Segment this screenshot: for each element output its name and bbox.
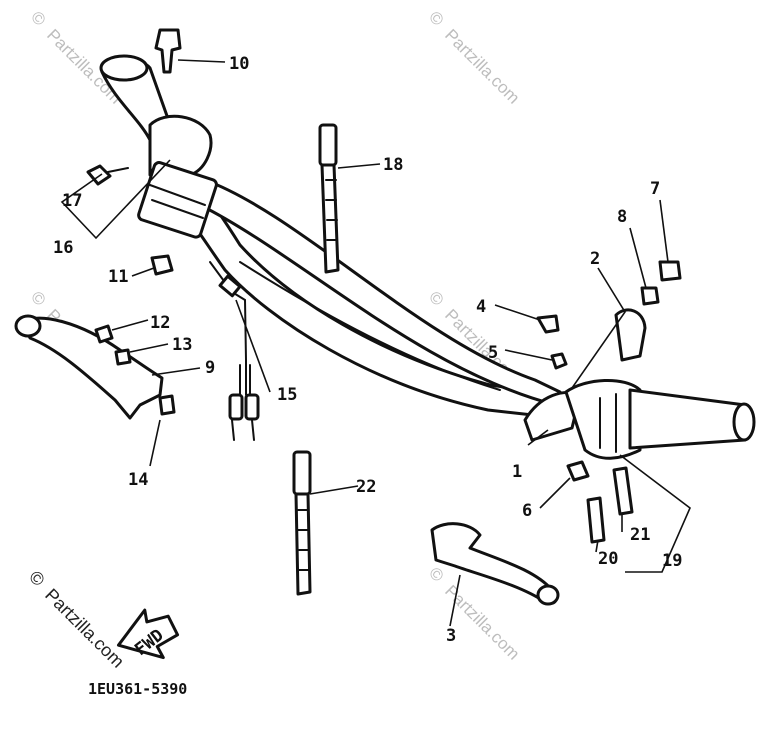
callout-1: 1: [512, 462, 522, 482]
washer-5: [550, 352, 568, 370]
screw-20: [586, 496, 606, 544]
nut-13: [114, 348, 132, 366]
callout-labels: 1 2 3 4 5 6 7 8 9 10 11 12 13 14 15 16 1…: [53, 54, 682, 646]
callout-22: 22: [356, 477, 376, 497]
watermark-1: ©: [27, 7, 50, 30]
bolt-4: [536, 314, 560, 334]
left-grip-end: [99, 54, 149, 82]
callout-12: 12: [150, 313, 170, 333]
callout-4: 4: [476, 297, 486, 317]
diagram-code: 1EU361-5390: [88, 680, 187, 698]
callout-18: 18: [383, 155, 403, 175]
callout-5: 5: [488, 343, 498, 363]
screw-21: [612, 466, 634, 516]
cable-tie-18: [318, 123, 340, 274]
callout-3: 3: [446, 626, 456, 646]
left-switch-body: [137, 161, 218, 239]
watermark-2-text: Partzilla.com: [441, 25, 523, 107]
brake-lever: [430, 522, 560, 606]
nut-11: [150, 254, 174, 276]
nut-6: [566, 460, 590, 482]
watermark-3: ©: [27, 287, 50, 310]
leader-lines: [60, 59, 691, 627]
master-cylinder-clamp: [614, 308, 647, 362]
watermark-6-text: Partzilla.com: [41, 585, 128, 672]
callout-9: 9: [205, 358, 215, 378]
watermark-5-text: Partzilla.com: [441, 581, 523, 663]
callout-10: 10: [229, 54, 249, 74]
callout-7: 7: [650, 179, 660, 199]
watermark-6: ©: [25, 567, 49, 591]
screw-7: [658, 260, 682, 282]
right-grip-assembly: [523, 379, 756, 460]
watermark-4: ©: [425, 287, 448, 310]
callout-21: 21: [630, 525, 650, 545]
callout-19: 19: [662, 551, 682, 571]
callout-20: 20: [598, 549, 618, 569]
watermark-5: ©: [425, 563, 448, 586]
callout-8: 8: [617, 207, 627, 227]
bolt-12: [94, 324, 114, 344]
bolt-10: [154, 28, 182, 74]
callout-11: 11: [108, 267, 128, 287]
cable-tie-22: [292, 450, 312, 596]
washer-8: [640, 286, 660, 306]
callout-2: 2: [590, 249, 600, 269]
right-hardware: [536, 260, 682, 544]
callout-17: 17: [62, 191, 82, 211]
callout-13: 13: [172, 335, 192, 355]
callout-15: 15: [277, 385, 297, 405]
right-grip: [628, 388, 747, 450]
clutch-lever: [20, 316, 164, 420]
left-grip-assembly: [86, 28, 218, 276]
callout-6: 6: [522, 501, 532, 521]
callout-16: 16: [53, 238, 73, 258]
wire-lead: [209, 261, 260, 441]
pin-14: [158, 394, 176, 416]
callout-14: 14: [128, 470, 148, 490]
watermark-2: ©: [425, 7, 448, 30]
